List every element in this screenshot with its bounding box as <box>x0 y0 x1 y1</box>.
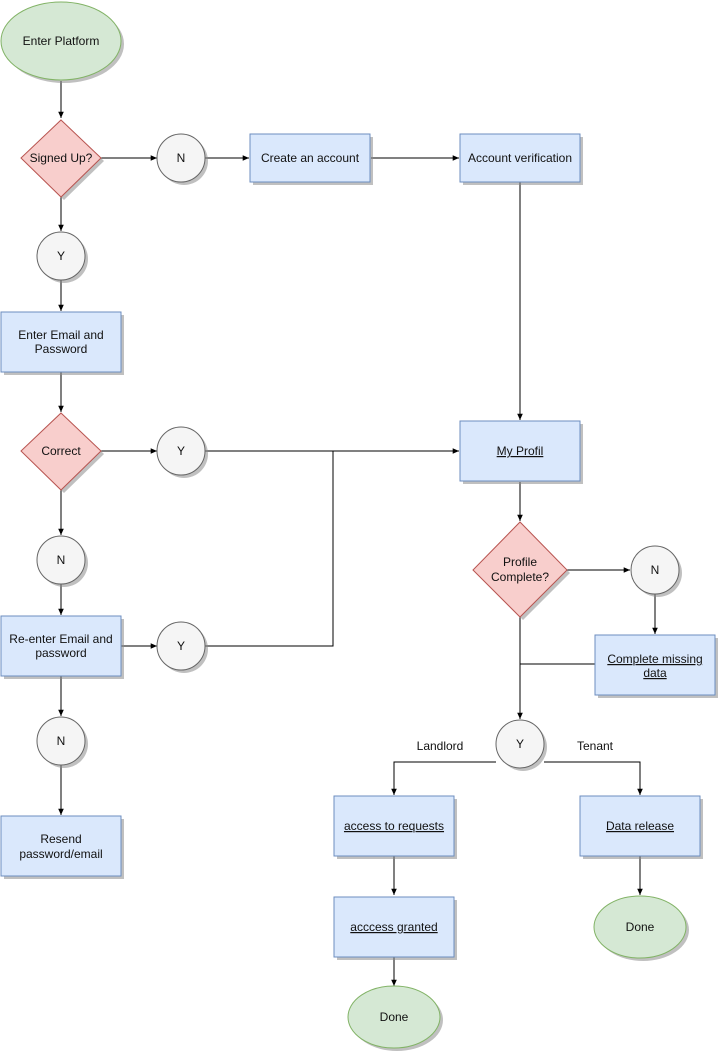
connector-y-correct[interactable]: Y <box>156 426 208 478</box>
connector-n-reenter-label: N <box>57 734 66 748</box>
node-done-landlord[interactable]: Done <box>347 985 443 1051</box>
resend-line1: Resend <box>40 832 81 846</box>
account-verification-label: Account verification <box>468 151 572 165</box>
node-enter-email-password[interactable]: Enter Email and Password <box>0 311 124 375</box>
connector-y-correct-label: Y <box>177 444 185 458</box>
node-signed-up-decision[interactable]: Signed Up? <box>20 119 104 200</box>
enter-email-line2: Password <box>35 342 88 356</box>
connector-n-correct-label: N <box>57 553 66 567</box>
create-account-label: Create an account <box>261 151 360 165</box>
connector-y-reenter[interactable]: Y <box>156 621 208 673</box>
reenter-line1: Re-enter Email and <box>9 632 112 646</box>
connector-n-profile-label: N <box>651 563 660 577</box>
edge-y-to-access-requests <box>391 761 496 795</box>
connector-n-signed-up-label: N <box>177 151 186 165</box>
complete-missing-line1: Complete missing <box>607 652 702 666</box>
node-data-release[interactable]: Data release <box>579 795 703 859</box>
node-access-to-requests[interactable]: access to requests <box>333 795 457 859</box>
profile-complete-line2: Complete? <box>491 570 549 584</box>
connector-y-reenter-label: Y <box>177 639 185 653</box>
connector-y-signed-up-label: Y <box>57 249 65 263</box>
complete-missing-line2: data <box>643 666 667 680</box>
node-reenter-email-password[interactable]: Re-enter Email and password <box>0 615 124 679</box>
node-done-tenant[interactable]: Done <box>593 895 689 961</box>
node-resend-password[interactable]: Resend password/email <box>0 815 124 879</box>
edges <box>58 81 658 986</box>
my-profil-label: My Profil <box>497 444 544 458</box>
edge-label-tenant: Tenant <box>577 739 614 753</box>
done-landlord-label: Done <box>380 1010 409 1024</box>
done-tenant-label: Done <box>626 920 655 934</box>
reenter-line2: password <box>35 646 86 660</box>
edge-y-to-data-release <box>544 761 643 795</box>
access-granted-label: acccess granted <box>350 920 437 934</box>
node-correct-decision[interactable]: Correct <box>20 412 104 493</box>
node-complete-missing-data[interactable]: Complete missing data <box>594 634 718 698</box>
connector-y-profile-label: Y <box>516 737 524 751</box>
enter-platform-label: Enter Platform <box>23 34 100 48</box>
connector-n-correct[interactable]: N <box>36 535 88 587</box>
edge-label-landlord: Landlord <box>417 739 464 753</box>
resend-line2: password/email <box>19 847 102 861</box>
connector-y-signed-up[interactable]: Y <box>36 231 88 283</box>
node-create-account[interactable]: Create an account <box>249 133 373 185</box>
connector-n-reenter[interactable]: N <box>36 716 88 768</box>
enter-email-line1: Enter Email and <box>18 328 103 342</box>
data-release-label: Data release <box>606 819 674 833</box>
profile-complete-line1: Profile <box>503 555 537 569</box>
connector-y-profile[interactable]: Y <box>495 719 547 771</box>
node-enter-platform[interactable]: Enter Platform <box>0 1 124 83</box>
access-requests-label: access to requests <box>344 819 444 833</box>
node-profile-complete-decision[interactable]: Profile Complete? <box>472 521 570 620</box>
connector-n-profile[interactable]: N <box>630 545 682 597</box>
node-account-verification[interactable]: Account verification <box>459 133 583 185</box>
signed-up-label: Signed Up? <box>30 151 93 165</box>
connector-n-signed-up[interactable]: N <box>156 133 208 185</box>
node-my-profil[interactable]: My Profil <box>459 420 583 484</box>
correct-label: Correct <box>41 444 81 458</box>
node-access-granted[interactable]: acccess granted <box>333 896 457 960</box>
edge-y-reenter-to-profil <box>205 451 334 647</box>
